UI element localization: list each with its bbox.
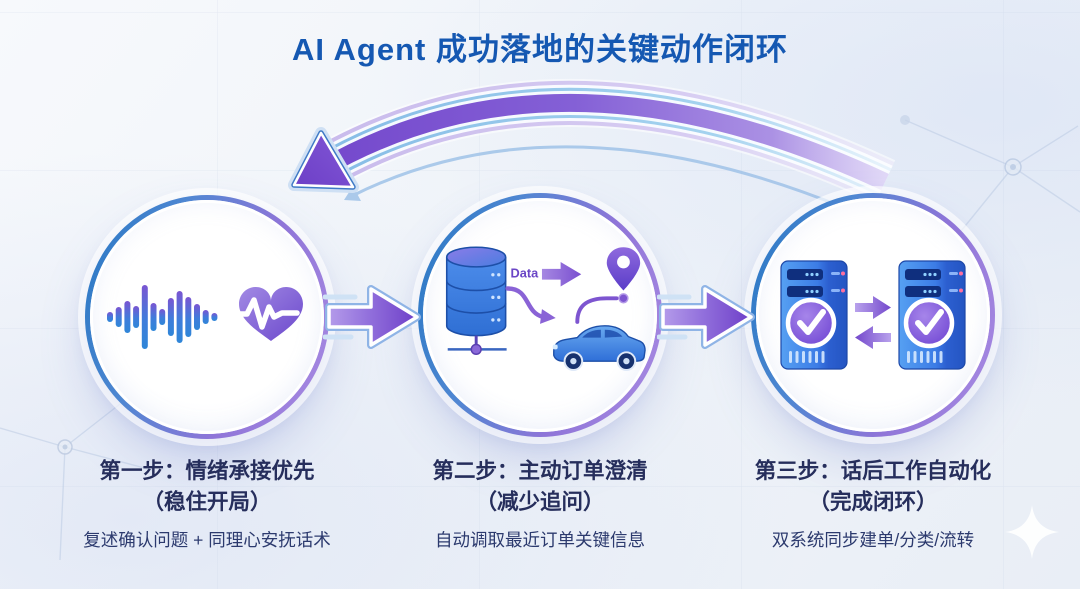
step3-icon-group xyxy=(773,251,973,379)
heart-pulse-icon xyxy=(220,287,303,341)
voice-waveform-icon xyxy=(107,285,218,349)
step3-label-block: 第三步：话后工作自动化 （完成闭环） 双系统同步建单/分类/流转 xyxy=(703,456,1043,552)
loop-arrowhead xyxy=(288,127,359,193)
step2-heading: 第二步：主动订单澄清 （减少追问） xyxy=(370,456,710,518)
loop-arrow xyxy=(288,78,896,210)
step2-circle-inner: Data xyxy=(423,198,657,432)
loop-thin-arc xyxy=(344,145,846,210)
step3-circle xyxy=(751,193,995,437)
step-arrow-2 xyxy=(657,285,755,349)
step3-circle-inner xyxy=(756,198,990,432)
loop-arc-band xyxy=(307,78,896,204)
car-icon xyxy=(552,325,646,371)
step1-icon-group xyxy=(107,285,303,349)
step1-circle xyxy=(85,195,329,439)
step3-description: 双系统同步建单/分类/流转 xyxy=(771,530,975,550)
step1-heading: 第一步：情绪承接优先 （稳住开局） xyxy=(37,456,377,518)
server-icon-left xyxy=(781,261,847,369)
step2-circle: Data xyxy=(418,193,662,437)
step3-heading-line2: （完成闭环） xyxy=(808,490,938,514)
step2-label-block: 第二步：主动订单澄清 （减少追问） 自动调取最近订单关键信息 xyxy=(370,456,710,552)
step1-heading-line2: （稳住开局） xyxy=(142,490,272,514)
data-arrow-icon: Data xyxy=(511,261,582,287)
route-to-pin xyxy=(575,293,629,324)
step2-icon-group: Data xyxy=(445,246,646,371)
page-title: AI Agent 成功落地的关键动作闭环 xyxy=(292,32,788,67)
data-flow-label: Data xyxy=(511,266,540,281)
step1-circle-inner xyxy=(90,200,324,434)
step3-heading: 第三步：话后工作自动化 （完成闭环） xyxy=(703,456,1043,518)
step1-heading-line1: 第一步：情绪承接优先 xyxy=(99,459,315,483)
step1-description: 复述确认问题 + 同理心安抚话术 xyxy=(83,530,331,550)
step2-heading-line1: 第二步：主动订单澄清 xyxy=(432,459,648,483)
db-to-car-connector xyxy=(505,286,556,324)
step3-heading-line1: 第三步：话后工作自动化 xyxy=(754,459,992,483)
step-arrow-1 xyxy=(323,285,421,349)
step2-description: 自动调取最近订单关键信息 xyxy=(435,530,645,550)
sync-arrows-icon xyxy=(855,296,891,349)
server-icon-right xyxy=(899,261,965,369)
step2-heading-line2: （减少追问） xyxy=(475,490,605,514)
database-icon xyxy=(445,246,507,356)
location-pin-icon xyxy=(606,247,641,291)
step1-label-block: 第一步：情绪承接优先 （稳住开局） 复述确认问题 + 同理心安抚话术 xyxy=(37,456,377,552)
